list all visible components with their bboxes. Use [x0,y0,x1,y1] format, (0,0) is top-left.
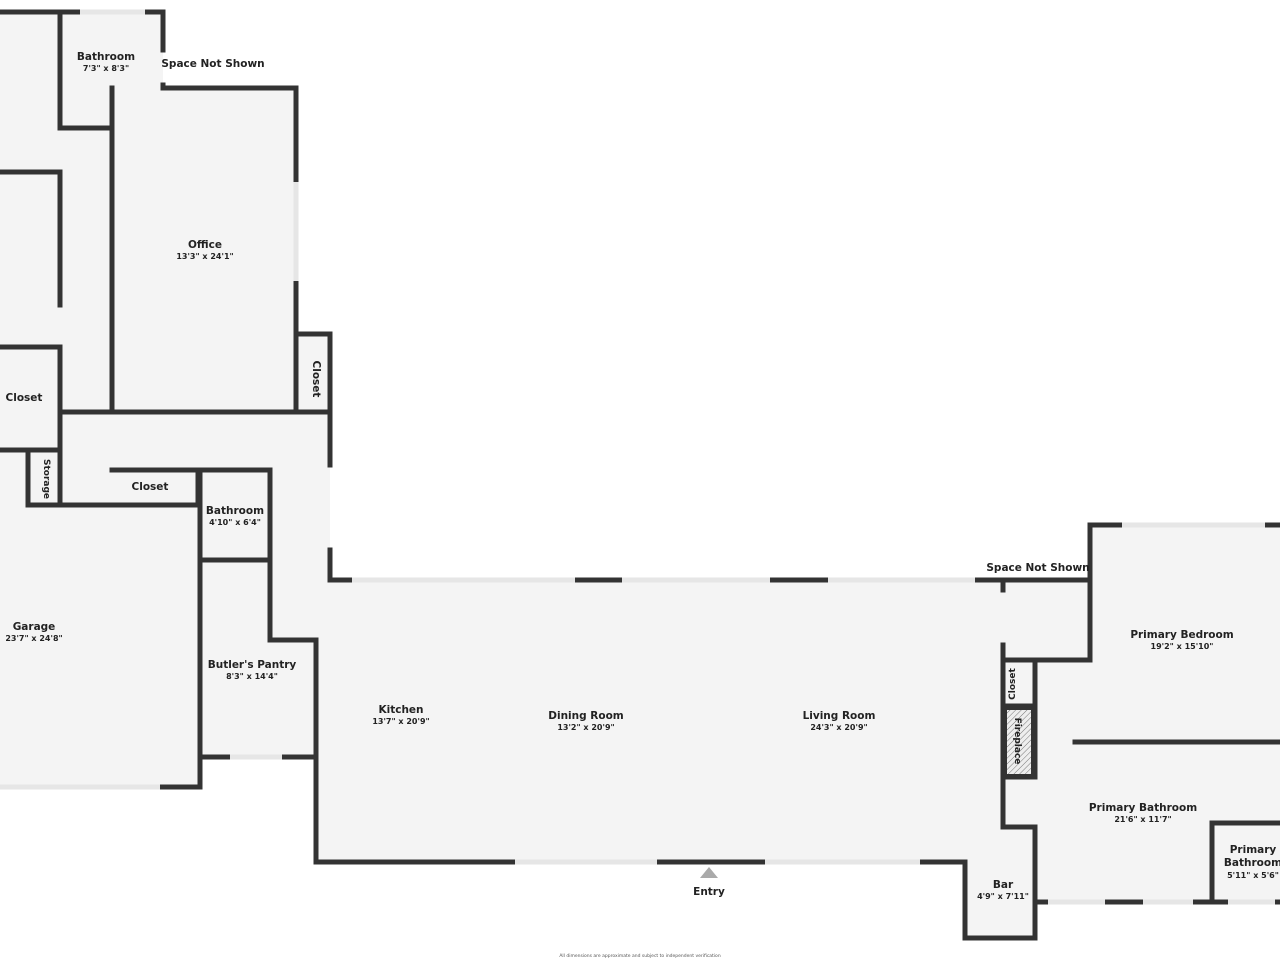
room-dims: 19'2" x 15'10" [1151,642,1214,651]
room-name: Closet [1008,667,1018,699]
room-name: Storage [41,459,51,499]
room-dims: 13'2" x 20'9" [557,723,614,732]
room-dims: 21'6" x 11'7" [1114,815,1171,824]
room-dims: 23'7" x 24'8" [5,634,62,643]
room-name: Dining Room [548,710,624,722]
room-name: Closet [132,481,169,493]
space-not-shown-label: Space Not Shown [986,562,1089,574]
room-dims: 13'3" x 24'1" [176,252,233,261]
room-dims: 13'7" x 20'9" [372,717,429,726]
room-dims: 5'11" x 5'6" [1227,871,1279,880]
room-name: Kitchen [378,704,423,716]
room-dims: 4'10" x 6'4" [209,518,261,527]
entry-label: Entry [693,886,725,898]
floor-fills [0,12,1280,938]
room-dims: 4'9" x 7'11" [977,892,1029,901]
room-dims: 8'3" x 14'4" [226,672,278,681]
room-name: Butler's Pantry [208,659,297,671]
room-name: Bathroom [1224,857,1280,869]
room-name: Closet [310,361,322,398]
room-dims: 7'3" x 8'3" [83,64,129,73]
space-not-shown-label: Space Not Shown [161,58,264,70]
room-name: Bar [993,879,1014,891]
windows [0,9,1275,905]
room-dims: 24'3" x 20'9" [810,723,867,732]
room-name: Closet [6,392,43,404]
disclaimer: All dimensions are approximate and subje… [559,953,720,959]
room-name: Garage [13,621,56,633]
room-name: Office [188,239,222,251]
room-name: Bathroom [206,505,264,517]
room-name: Primary Bedroom [1130,629,1233,641]
entry-arrow-icon [700,867,718,878]
fireplace-hatch [1005,708,1033,776]
room-name: Fireplace [1012,718,1022,765]
room-name: Bathroom [77,51,135,63]
room-name: Primary [1230,844,1277,856]
room-name: Living Room [803,710,876,722]
room-name: Primary Bathroom [1089,802,1197,814]
